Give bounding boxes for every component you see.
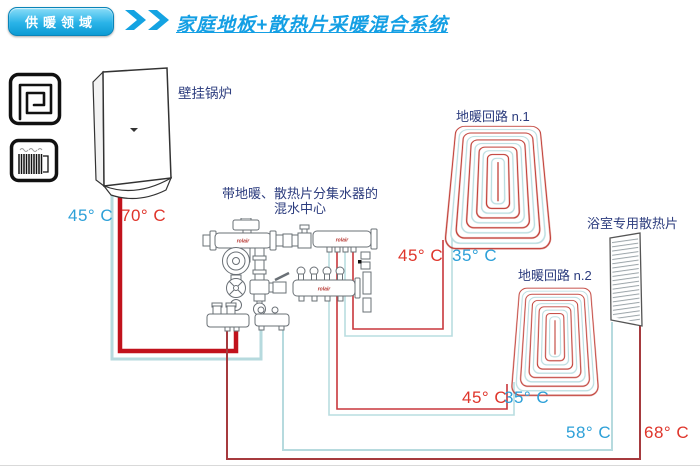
section-badge: 供暖领域 [8, 7, 114, 36]
circuit2-return-temp: 35° C [504, 388, 550, 407]
brand-label: rolair [237, 239, 251, 245]
mixing-center-label-line1: 带地暖、散热片分集水器的 [222, 186, 379, 201]
radiator-return-temp: 58° C [566, 423, 612, 442]
radiator-icon [9, 138, 59, 183]
boiler-supply-temp: 70° C [121, 206, 167, 225]
floor-circuit-2-coil [515, 278, 595, 394]
bathroom-radiator-label: 浴室专用散热片 [587, 216, 679, 231]
circuit1-return-temp: 35° C [452, 246, 498, 265]
pipe-boiler-return [110, 192, 263, 361]
floor-circuit-1-coil [450, 114, 546, 246]
boiler-label: 壁挂锅炉 [178, 86, 232, 101]
boiler-illustration [92, 67, 173, 200]
circuit1-label: 地暖回路 n.1 [456, 109, 530, 124]
bathroom-radiator-illustration [609, 232, 643, 327]
circuit2-supply-temp: 45° C [462, 388, 508, 407]
brand-label: rolair [336, 238, 350, 244]
pipe-circuit2-supply [336, 250, 508, 410]
mixing-center-label-line2: 混水中心 [273, 201, 326, 216]
mixing-manifold-illustration: rolair rolair rolair [202, 218, 378, 332]
mixing-center-label: 带地暖、散热片分集水器的 混水中心 [222, 186, 378, 216]
brand-label: rolair [318, 287, 332, 293]
pipe-radiator-return [282, 322, 613, 451]
floor-heating-icon [8, 72, 62, 126]
pipe-boiler-supply [117, 192, 239, 354]
circuit2-label: 地暖回路 n.2 [518, 268, 592, 283]
pipe-circuit2-return [328, 250, 515, 416]
bottom-divider [0, 465, 700, 466]
circuit1-supply-temp: 45° C [398, 246, 444, 265]
pipe-radiator-supply [226, 325, 641, 460]
radiator-supply-temp: 68° C [644, 423, 690, 442]
page-title: 家庭地板+散热片采暖混合系统 [176, 15, 449, 36]
double-chevron-icon [125, 10, 169, 30]
boiler-return-temp: 45° C [68, 206, 114, 225]
